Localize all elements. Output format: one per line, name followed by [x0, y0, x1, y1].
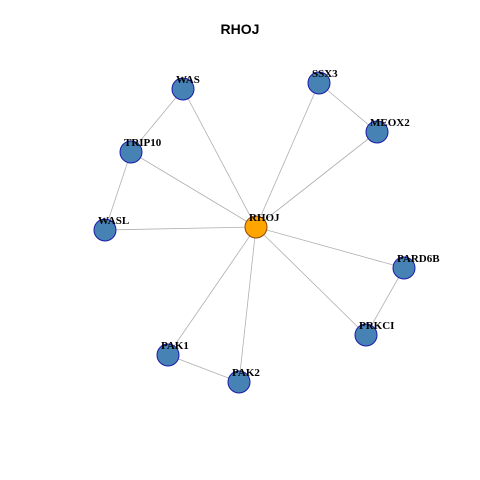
node-ssx3 — [307, 71, 331, 95]
node-label-ssx3: SSX3 — [312, 68, 338, 80]
node-pard6b — [392, 256, 416, 280]
edge-pard6b-prkci — [365, 267, 405, 336]
node-label-rhoj: RHOJ — [249, 212, 280, 224]
node-label-was: WAS — [176, 74, 200, 86]
graph-title: RHOJ — [220, 21, 260, 37]
edge-rhoj-pak2 — [238, 226, 257, 383]
edge-layer — [104, 82, 405, 383]
edge-was-trip10 — [130, 88, 184, 153]
node-label-pak2: PAK2 — [232, 367, 260, 379]
node-label-wasl: WASL — [98, 215, 129, 227]
edge-trip10-wasl — [104, 151, 132, 231]
node-pak1 — [156, 343, 180, 367]
edge-rhoj-was — [182, 88, 257, 228]
edge-rhoj-pak1 — [167, 226, 257, 356]
edge-rhoj-ssx3 — [255, 82, 320, 228]
node-label-trip10: TRIP10 — [124, 137, 162, 149]
node-meox2 — [365, 120, 389, 144]
node-wasl — [93, 218, 117, 242]
edge-rhoj-pard6b — [255, 226, 405, 269]
edge-pak1-pak2 — [167, 354, 240, 383]
node-was — [171, 77, 195, 101]
node-trip10 — [119, 140, 143, 164]
edge-ssx3-meox2 — [318, 82, 378, 133]
node-label-pard6b: PARD6B — [397, 253, 440, 265]
node-label-pak1: PAK1 — [161, 340, 189, 352]
node-label-meox2: MEOX2 — [370, 117, 410, 129]
node-prkci — [354, 323, 378, 347]
node-layer — [93, 71, 416, 394]
edge-rhoj-wasl — [104, 226, 257, 231]
node-rhoj — [244, 215, 268, 239]
node-label-prkci: PRKCI — [359, 320, 394, 332]
node-pak2 — [227, 370, 251, 394]
edge-rhoj-meox2 — [255, 131, 378, 228]
edge-rhoj-prkci — [255, 226, 367, 336]
edge-rhoj-trip10 — [130, 151, 257, 228]
